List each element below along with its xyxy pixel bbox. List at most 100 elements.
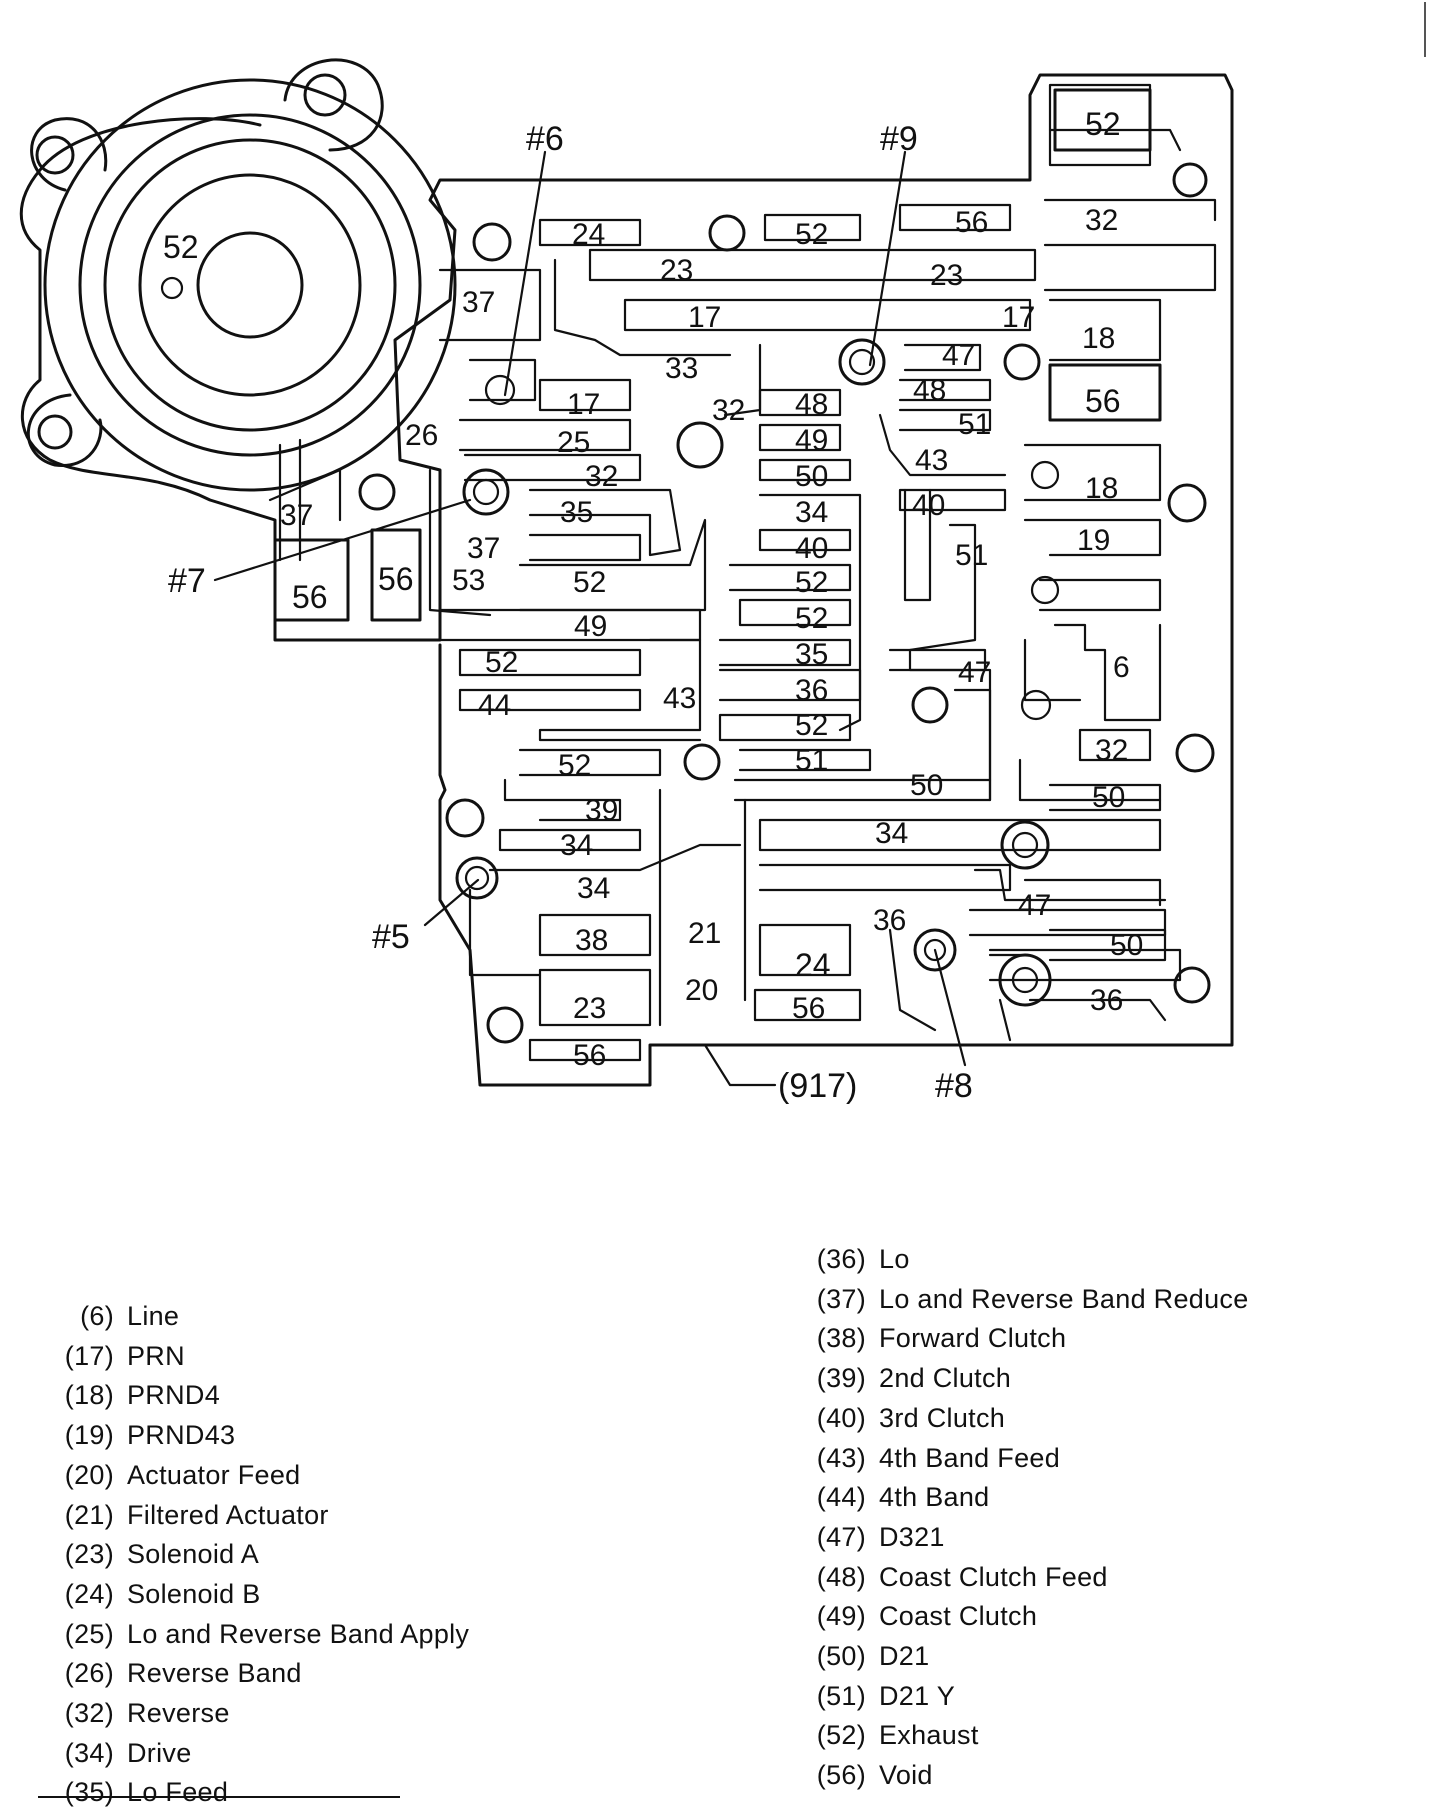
legend-name: Line [127, 1301, 180, 1331]
passage-label: 17 [567, 388, 600, 421]
passage-label: 34 [577, 872, 610, 905]
legend-name: Void [879, 1760, 933, 1791]
passage-label: 48 [795, 388, 828, 421]
passage-label: 32 [1085, 204, 1118, 237]
legend-item: (34) Drive [48, 1734, 469, 1774]
callout-5: #5 [372, 918, 410, 956]
passage-label: 34 [560, 829, 593, 862]
legend-item: (26) Reverse Band [48, 1654, 469, 1694]
legend-code: (32) [64, 1698, 114, 1729]
legend-item: (38) Forward Clutch [800, 1319, 1249, 1359]
legend-code: (19) [64, 1420, 114, 1451]
callout-8: #8 [935, 1067, 973, 1105]
passage-label: 47 [1018, 889, 1051, 922]
passage-label: 52 [795, 709, 828, 742]
passage-label: 17 [688, 301, 721, 334]
passage-label: 52 [795, 218, 828, 251]
legend-code: (36) [816, 1244, 866, 1274]
passage-label: 34 [795, 496, 828, 529]
legend-code: (38) [816, 1323, 866, 1354]
passage-label: 32 [1095, 734, 1128, 767]
legend-code: (18) [64, 1380, 114, 1411]
legend-name: Solenoid B [127, 1578, 261, 1609]
legend-code: (50) [816, 1641, 866, 1672]
legend-code: (34) [64, 1737, 114, 1768]
legend-code: (52) [816, 1720, 866, 1751]
passage-label: 50 [1110, 929, 1143, 962]
legend-code: (43) [816, 1442, 866, 1473]
callouts: #6 #9 #7 #5 #8 (917) [168, 120, 973, 1105]
legend-name: Solenoid A [127, 1539, 260, 1570]
callout-9: #9 [880, 120, 918, 158]
legend-item: (23) Solenoid A [48, 1535, 469, 1575]
legend-item: (17)PRN [48, 1337, 469, 1377]
legend-right: (36)Lo(37)Lo and Reverse Band Reduce(38)… [800, 1240, 1249, 1796]
passage-label: 18 [1082, 322, 1115, 355]
legend-item: (25)Lo and Reverse Band Apply [48, 1615, 469, 1655]
passage-label: 6 [1113, 651, 1130, 684]
passage-label: 40 [912, 489, 945, 522]
legend-item: (52) Exhaust [800, 1716, 1249, 1756]
legend-item: (18)PRND4 [48, 1376, 469, 1416]
legend-name: Lo Feed [127, 1777, 229, 1808]
legend-name: Drive [127, 1737, 192, 1768]
passage-labels: 52 37 26 37 56 56 53 24 23 17 33 17 25 3… [163, 106, 1143, 1072]
passage-label: 26 [405, 419, 438, 452]
legend-item: (50) D21 [800, 1637, 1249, 1677]
passage-label: 39 [585, 794, 618, 827]
passage-label: 52 [573, 566, 606, 599]
legend-code: (39) [816, 1363, 866, 1394]
legend-code: (6) [80, 1301, 114, 1331]
passage-label: 52 [795, 566, 828, 599]
passage-label: 43 [663, 682, 696, 715]
passage-label: 56 [378, 561, 414, 597]
passage-label: 50 [795, 460, 828, 493]
passage-label: 20 [685, 974, 718, 1007]
passage-label: 52 [485, 646, 518, 679]
passage-label: 56 [792, 992, 825, 1025]
passage-label: 25 [557, 426, 590, 459]
passage-label: 23 [660, 254, 693, 287]
passage-label: 36 [795, 674, 828, 707]
legend-name: Reverse Band [127, 1658, 302, 1689]
legend-name: Forward Clutch [879, 1323, 1067, 1354]
passage-label: 53 [452, 564, 485, 597]
legend-code: (37) [816, 1283, 866, 1314]
passage-label: 52 [558, 749, 591, 782]
legend-item: (21)Filtered Actuator [48, 1496, 469, 1536]
legend-item: (35) Lo Feed [48, 1773, 469, 1813]
passage-label: 32 [585, 460, 618, 493]
legend-code: (25) [64, 1618, 114, 1649]
legend-item: (32)Reverse [48, 1694, 469, 1734]
legend-name: D321 [879, 1521, 945, 1552]
legend-name: Exhaust [879, 1720, 979, 1751]
passage-label: 34 [875, 817, 908, 850]
servo-housing [19, 58, 1234, 1087]
legend-name: D21 [879, 1641, 930, 1672]
passage-label: 23 [930, 259, 963, 292]
legend-item: (51)D21 Y [800, 1677, 1249, 1717]
passage-label: 47 [958, 656, 991, 689]
legend-code: (26) [64, 1658, 114, 1689]
passage-label: 56 [955, 206, 988, 239]
legend-item: (47) D321 [800, 1518, 1249, 1558]
passage-label: 50 [910, 769, 943, 802]
passage-label: 56 [573, 1039, 606, 1072]
passage-label: 23 [573, 992, 606, 1025]
passage-label: 32 [712, 394, 745, 427]
legend-item: (40)3rd Clutch [800, 1399, 1249, 1439]
legend-name: 4th Band [879, 1482, 990, 1513]
legend-left: (6)Line(17)PRN(18)PRND4(19)PRND43(20)Act… [48, 1297, 469, 1813]
legend-item: (36) Lo [800, 1240, 1249, 1280]
passage-label: 52 [795, 602, 828, 635]
legend-code: (35) [64, 1777, 114, 1808]
legend-name: 4th Band Feed [879, 1442, 1061, 1473]
legend-name: Lo [879, 1244, 910, 1274]
passage-label: 36 [873, 904, 906, 937]
legend-code: (23) [64, 1539, 114, 1570]
passage-label: 49 [795, 424, 828, 457]
legend-code: (49) [816, 1601, 866, 1632]
legend-item: (39)2nd Clutch [800, 1359, 1249, 1399]
passage-label: 37 [462, 286, 495, 319]
legend-code: (47) [816, 1521, 866, 1552]
